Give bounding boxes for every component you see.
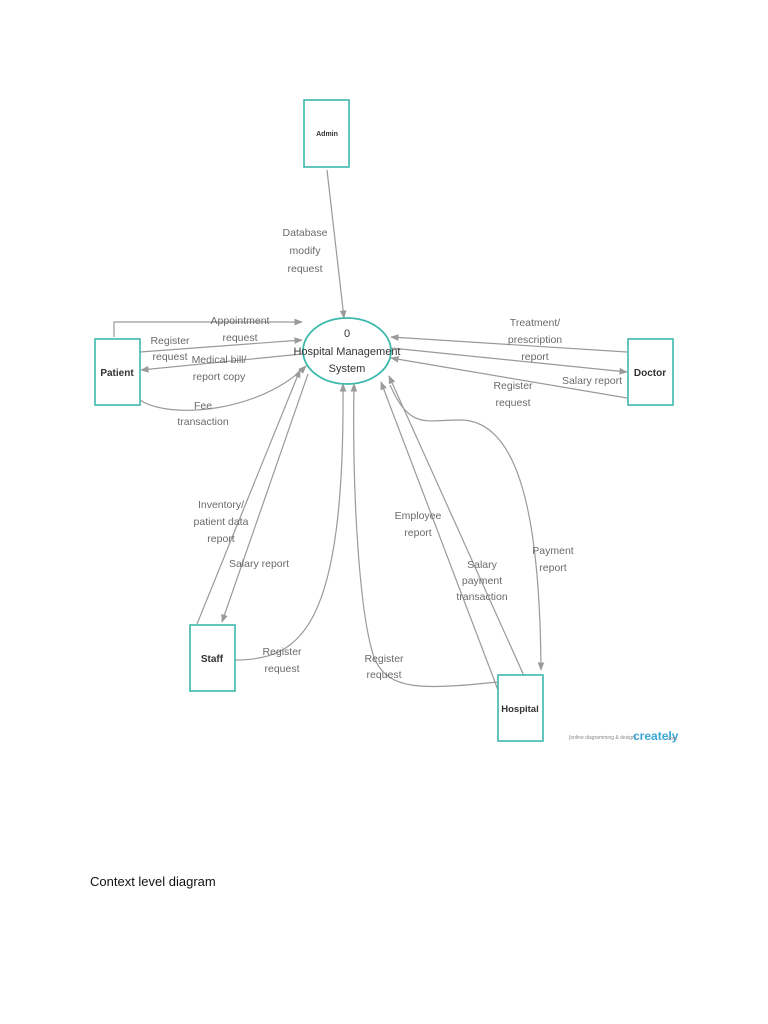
- flow-label-line: Inventory/: [198, 499, 244, 511]
- label-hospital-register: Register request: [364, 653, 404, 681]
- flow-label-line: Employee: [395, 510, 442, 522]
- entity-doctor-label: Doctor: [634, 368, 666, 379]
- flow-label-line: Database: [283, 227, 328, 239]
- flow-payment: [389, 384, 545, 671]
- flow-medical-bill: [140, 353, 303, 373]
- flow-label-line: request: [222, 332, 257, 344]
- entity-hospital: Hospital: [497, 674, 544, 742]
- entity-staff: Staff: [189, 624, 236, 692]
- entity-doctor: Doctor: [627, 338, 674, 406]
- flow-employee: [380, 381, 499, 691]
- label-inventory: Inventory/patient data report: [194, 499, 249, 545]
- entity-staff-label: Staff: [201, 654, 224, 665]
- watermark-tagline: [online diagramming & design]: [569, 735, 637, 741]
- flow-label-line: Salary report: [229, 558, 289, 570]
- flow-label-line: Fee: [194, 400, 212, 412]
- label-doctor-salary: Salary report: [562, 375, 622, 387]
- label-employee: Employee report: [395, 510, 442, 539]
- flow-appointment: [113, 318, 303, 337]
- flow-doctor-salary: [390, 347, 628, 375]
- flow-database-modify: [326, 169, 347, 319]
- flow-label-line: report: [404, 527, 432, 539]
- flow-label-line: Appointment: [211, 315, 270, 327]
- flow-label-line: Salary: [467, 559, 498, 571]
- label-doctor-register: Register request: [493, 380, 533, 409]
- flow-inventory: [196, 369, 301, 625]
- creately-watermark: [online diagramming & design] creately .…: [569, 729, 679, 743]
- label-patient-register: Register request: [150, 335, 190, 363]
- label-payment: Payment report: [532, 545, 574, 574]
- flow-label-line: modify: [290, 245, 322, 257]
- flow-label-line: request: [287, 263, 322, 275]
- entity-patient-label: Patient: [100, 368, 134, 379]
- figure-caption: Context level diagram: [90, 874, 216, 889]
- label-salary-payment: Salary payment transaction: [456, 559, 508, 603]
- flow-label-line: report: [207, 533, 235, 545]
- flow-label-line: Register: [493, 380, 533, 392]
- flow-hospital-register: [350, 383, 499, 688]
- entity-admin-label: Admin: [316, 131, 338, 138]
- watermark-brand: creately: [633, 729, 679, 743]
- label-staff-register: Register request: [262, 646, 302, 675]
- flow-label-line: Register: [364, 653, 404, 665]
- flow-label-line: Register: [150, 335, 190, 347]
- flow-label-line: patient data: [194, 516, 249, 528]
- label-fee: Fee transaction: [177, 400, 229, 428]
- flow-label-line: Salary report: [562, 375, 622, 387]
- flow-label-line: payment: [462, 575, 502, 587]
- label-staff-salary: Salary report: [229, 558, 289, 570]
- flow-label-line: request: [366, 669, 401, 681]
- label-database-modify: Database modify request: [283, 227, 328, 275]
- flow-label-line: request: [152, 351, 187, 363]
- flow-salary-payment: [388, 375, 526, 679]
- process-hospital-management-system: 0 Hospital Management System: [293, 317, 401, 385]
- flow-label-line: Register: [262, 646, 302, 658]
- entity-patient: Patient: [94, 338, 141, 406]
- flow-label-line: report: [539, 562, 567, 574]
- flow-label-line: Treatment/: [510, 317, 560, 329]
- flow-label-line: transaction: [456, 591, 508, 603]
- flow-label-line: prescription: [508, 334, 562, 346]
- flow-label-line: Payment: [532, 545, 574, 557]
- flow-label-line: transaction: [177, 416, 229, 428]
- flow-label-line: request: [264, 663, 299, 675]
- flow-fee: [139, 365, 307, 411]
- flow-patient-register: [139, 337, 303, 353]
- entity-hospital-label: Hospital: [501, 704, 538, 715]
- flow-label-line: Medical bill/: [192, 354, 247, 366]
- label-medical-bill: Medical bill/report copy: [192, 354, 247, 383]
- flow-treatment: [390, 334, 628, 353]
- process-title-line1: Hospital Management: [293, 346, 400, 358]
- entity-admin: Admin: [303, 99, 350, 168]
- flow-staff-register: [234, 383, 347, 661]
- process-number: 0: [344, 328, 350, 340]
- flow-label-line: report: [521, 351, 549, 363]
- label-treatment: Treatment/prescription report: [508, 317, 562, 363]
- watermark-domain: .com: [666, 736, 677, 742]
- flow-label-line: request: [495, 397, 530, 409]
- flow-staff-salary: [221, 373, 309, 623]
- flow-doctor-register: [390, 355, 628, 399]
- label-appointment: Appointment request: [211, 315, 270, 344]
- flow-label-line: report copy: [193, 371, 246, 383]
- process-title-line2: System: [329, 363, 366, 375]
